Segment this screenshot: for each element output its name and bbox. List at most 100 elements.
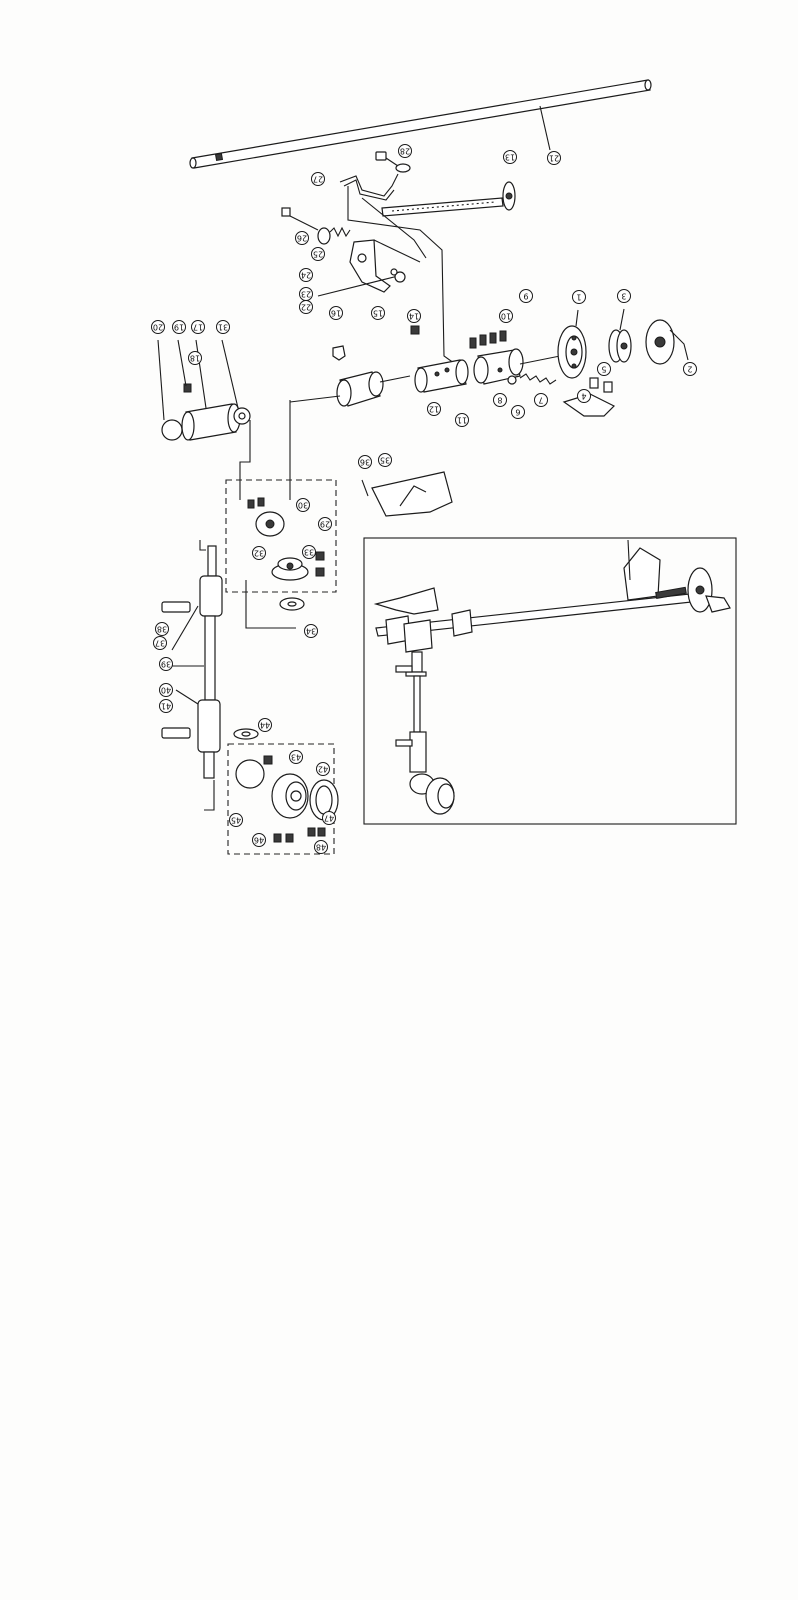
callout-number: 19	[174, 323, 184, 332]
callout-number: 36	[360, 458, 370, 467]
callout-number: 5	[601, 365, 606, 374]
callout-number: 22	[301, 303, 311, 312]
callout-44: 44	[258, 718, 272, 732]
callout-11: 11	[455, 413, 469, 427]
callout-45: 45	[229, 813, 243, 827]
callout-number: 16	[331, 309, 341, 318]
callout-46: 46	[252, 833, 266, 847]
callout-number: 33	[304, 548, 314, 557]
callout-26: 26	[295, 231, 309, 245]
callout-number: 7	[538, 396, 543, 405]
eccentric-assembly	[157, 339, 251, 441]
callout-2: 2	[683, 362, 697, 376]
bushing-15	[336, 371, 411, 407]
bobbin-case	[645, 319, 689, 365]
callout-number: 32	[254, 549, 264, 558]
callout-13: 13	[503, 150, 517, 164]
callout-20: 20	[151, 320, 165, 334]
callout-35: 35	[378, 453, 392, 467]
callout-40: 40	[159, 683, 173, 697]
callout-number: 30	[298, 501, 308, 510]
callout-21: 21	[547, 151, 561, 165]
callout-number: 23	[301, 290, 311, 299]
callout-number: 4	[581, 392, 586, 401]
callout-number: 31	[218, 323, 228, 332]
callout-number: 6	[515, 408, 520, 417]
callout-19: 19	[172, 320, 186, 334]
callout-17: 17	[191, 320, 205, 334]
callout-number: 27	[313, 175, 323, 184]
callout-number: 37	[155, 639, 165, 648]
spring-shaft	[507, 355, 561, 385]
callout-32: 32	[252, 546, 266, 560]
callout-1: 1	[572, 290, 586, 304]
callout-9: 9	[519, 289, 533, 303]
callout-number: 24	[301, 271, 311, 280]
callout-18: 18	[188, 351, 202, 365]
callout-number: 46	[254, 836, 264, 845]
callout-22: 22	[299, 300, 313, 314]
callout-16: 16	[329, 306, 343, 320]
callout-number: 28	[400, 147, 410, 156]
callout-37: 37	[153, 636, 167, 650]
callout-48: 48	[314, 840, 328, 854]
callout-5: 5	[597, 362, 611, 376]
link-ball-joint	[317, 268, 406, 297]
callout-number: 15	[373, 309, 383, 318]
rotary-hook	[557, 309, 587, 379]
sleeve-9-10	[469, 330, 524, 385]
callout-number: 3	[621, 292, 626, 301]
bent-rod	[339, 173, 459, 367]
callout-number: 20	[153, 323, 163, 332]
callout-number: 2	[687, 365, 692, 374]
callout-10: 10	[499, 309, 513, 323]
connector-11-12	[414, 359, 469, 393]
callout-number: 34	[306, 627, 316, 636]
callout-47: 47	[322, 811, 336, 825]
callout-27: 27	[311, 172, 325, 186]
callout-33: 33	[302, 545, 316, 559]
screw-and-spring	[281, 207, 351, 245]
callout-6: 6	[511, 405, 525, 419]
callout-8: 8	[493, 393, 507, 407]
callout-number: 40	[161, 686, 171, 695]
callout-number: 25	[313, 250, 323, 259]
assembled-view-inset	[363, 537, 737, 825]
callout-30: 30	[296, 498, 310, 512]
callout-31: 31	[216, 320, 230, 334]
callout-labels: 1234567891011121314151617181920212223242…	[151, 144, 697, 854]
callout-28: 28	[398, 144, 412, 158]
main-shaft	[189, 79, 652, 169]
callout-number: 41	[161, 702, 171, 711]
callout-number: 11	[457, 416, 467, 425]
callout-number: 45	[231, 816, 241, 825]
callout-14: 14	[407, 309, 421, 323]
callout-number: 29	[320, 520, 330, 529]
screw-28	[375, 151, 411, 173]
bobbin	[608, 308, 632, 363]
callout-29: 29	[318, 517, 332, 531]
callout-number: 38	[157, 625, 167, 634]
callout-number: 1	[576, 293, 581, 302]
callout-number: 42	[318, 765, 328, 774]
callout-number: 44	[260, 721, 270, 730]
callout-number: 10	[501, 312, 511, 321]
callout-number: 13	[505, 153, 515, 162]
upper-bevel-gear-set	[225, 479, 337, 593]
callout-number: 17	[193, 323, 203, 332]
callout-number: 48	[316, 843, 326, 852]
callout-41: 41	[159, 699, 173, 713]
leader-lines	[199, 395, 341, 629]
callout-12: 12	[427, 402, 441, 416]
lower-bevel-gear-set	[204, 728, 339, 855]
set-screws-top	[332, 325, 420, 361]
callout-15: 15	[371, 306, 385, 320]
feed-bar-assembly	[381, 181, 516, 217]
callout-38: 38	[155, 622, 169, 636]
callout-number: 26	[297, 234, 307, 243]
callout-34: 34	[304, 624, 318, 638]
callout-number: 47	[324, 814, 334, 823]
callout-36: 36	[358, 455, 372, 469]
